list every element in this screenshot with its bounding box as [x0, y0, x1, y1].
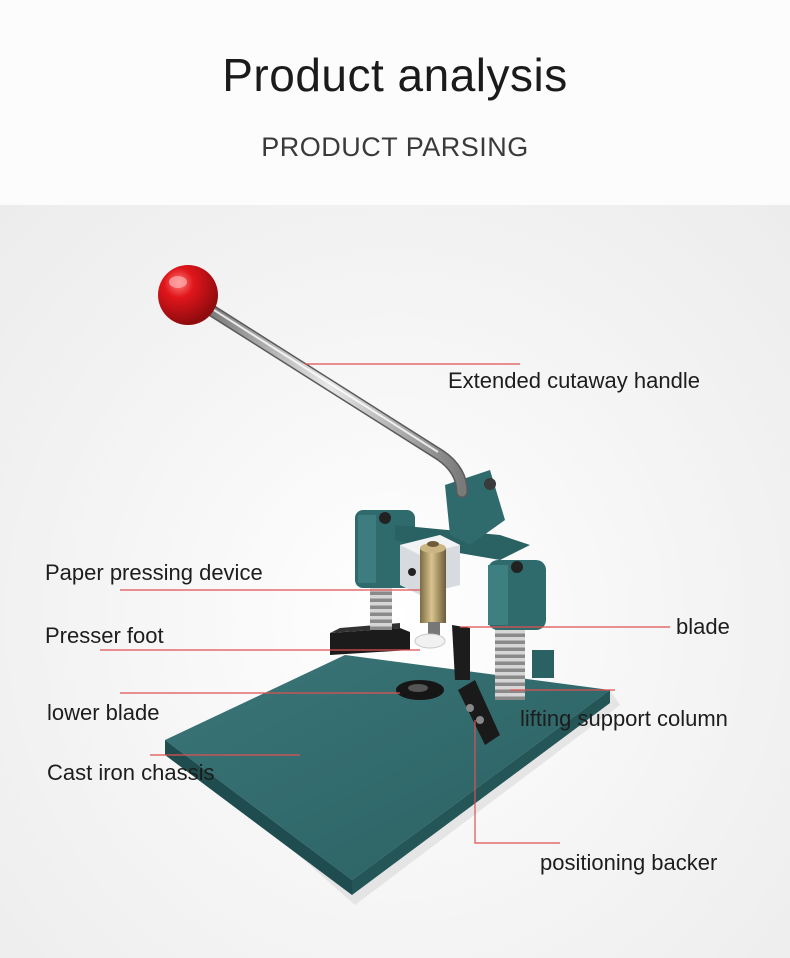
cast-iron-base [165, 655, 610, 895]
red-knob [158, 265, 218, 325]
right-column [488, 560, 554, 700]
label-positioning-backer: positioning backer [540, 850, 718, 875]
page-subtitle: PRODUCT PARSING [261, 132, 529, 162]
label-paper-pressing-device: Paper pressing device [45, 560, 263, 585]
label-lifting-support-column: lifting support column [520, 706, 728, 731]
leader-backer [474, 720, 560, 844]
label-cast-iron-chassis: Cast iron chassis [47, 760, 215, 785]
lower-blade-part [396, 680, 444, 700]
header-section: Product analysis PRODUCT PARSING [0, 0, 790, 205]
blade-part [452, 625, 470, 680]
extended-handle [189, 294, 468, 498]
page-title: Product analysis [222, 49, 568, 101]
presser-foot [414, 633, 446, 649]
label-extended-handle: Extended cutaway handle [448, 368, 700, 393]
positioning-backer [458, 680, 500, 745]
label-blade: blade [676, 614, 730, 639]
paper-pressing-device [400, 535, 460, 638]
leader-lines [100, 363, 670, 844]
label-lower-blade: lower blade [47, 700, 160, 725]
label-presser-foot: Presser foot [45, 623, 164, 648]
